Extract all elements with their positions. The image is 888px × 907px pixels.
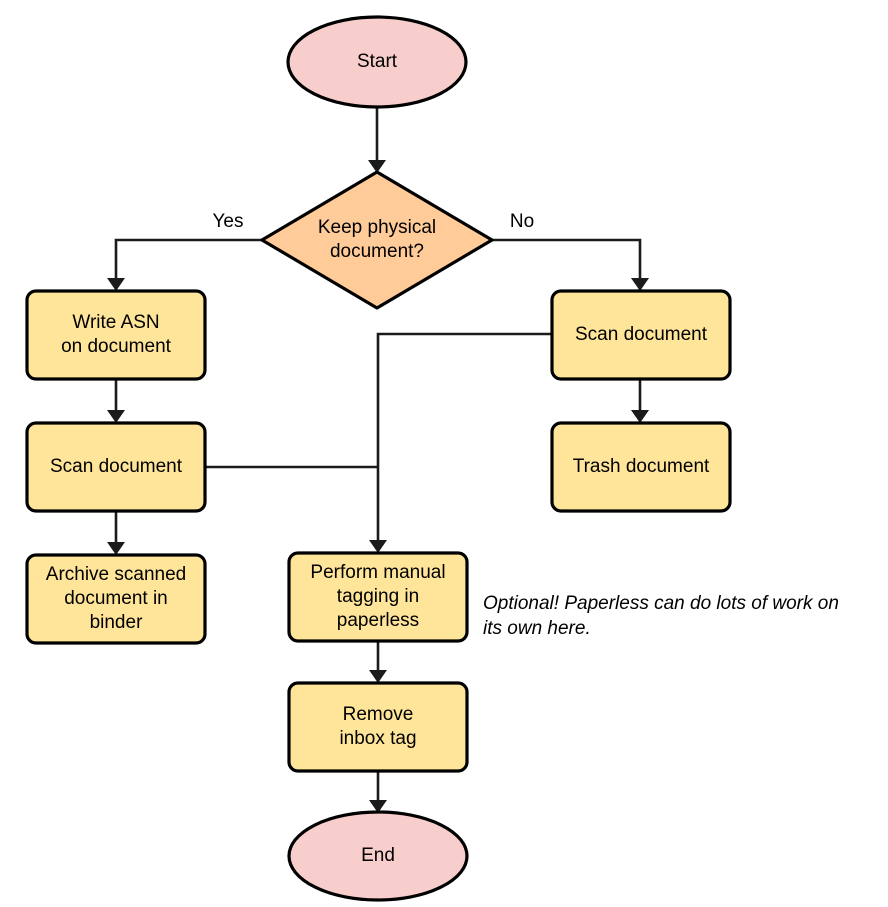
edge-arrowhead <box>368 160 386 173</box>
annotations-layer: Optional! Paperless can do lots of work … <box>483 593 839 639</box>
edge-decision-no: No <box>492 211 649 291</box>
node-label-scan-left: Scan document <box>50 456 183 477</box>
node-scan-right[interactable]: Scan document <box>550 289 732 381</box>
edges-layer: Yes No <box>107 107 649 813</box>
edge-label-decision-no: No <box>510 211 534 232</box>
edge-arrowhead <box>369 540 387 553</box>
edge-scan-right-to-trash <box>631 379 649 423</box>
edge-path <box>492 238 642 284</box>
edge-manual-tagging-to-remove-inbox <box>369 641 387 683</box>
node-scan-left[interactable]: Scan document <box>25 421 207 513</box>
process-shape[interactable] <box>287 551 469 643</box>
process-shape[interactable] <box>287 681 469 773</box>
node-label-trash: Trash document <box>573 456 710 477</box>
edge-scan-left-to-archive <box>107 511 125 555</box>
process-shape[interactable] <box>550 289 732 381</box>
process-shape[interactable] <box>25 289 207 381</box>
edge-write-asn-to-scan-left <box>107 379 125 423</box>
process-shape[interactable] <box>25 553 207 645</box>
decision-shape[interactable] <box>260 170 494 310</box>
edge-arrowhead <box>107 542 125 555</box>
node-trash[interactable]: Trash document <box>550 421 732 513</box>
edge-path <box>376 332 552 546</box>
terminator-shape[interactable] <box>287 810 469 902</box>
node-label-start: Start <box>357 51 398 72</box>
process-shape[interactable] <box>25 421 207 513</box>
edge-path <box>114 238 262 284</box>
edge-arrowhead <box>631 410 649 423</box>
edge-arrowhead <box>107 410 125 423</box>
edge-arrowhead <box>369 670 387 683</box>
annotation-optional-note: Optional! Paperless can do lots of work … <box>483 593 839 639</box>
edge-arrowhead <box>107 278 125 291</box>
terminator-shape[interactable] <box>286 15 468 109</box>
edge-label-decision-yes: Yes <box>213 211 244 232</box>
node-label-end: End <box>361 845 395 866</box>
edge-remove-inbox-to-end <box>369 771 387 813</box>
process-shape[interactable] <box>550 421 732 513</box>
node-label-scan-right: Scan document <box>575 324 708 345</box>
edge-scan-right-to-manual-tagging <box>369 332 552 553</box>
edge-start-to-decision <box>368 107 386 173</box>
edge-arrowhead <box>631 278 649 291</box>
edge-arrowhead <box>369 800 387 813</box>
node-end[interactable]: End <box>287 810 469 902</box>
edge-decision-yes: Yes <box>107 211 262 291</box>
node-start[interactable]: Start <box>286 15 468 109</box>
